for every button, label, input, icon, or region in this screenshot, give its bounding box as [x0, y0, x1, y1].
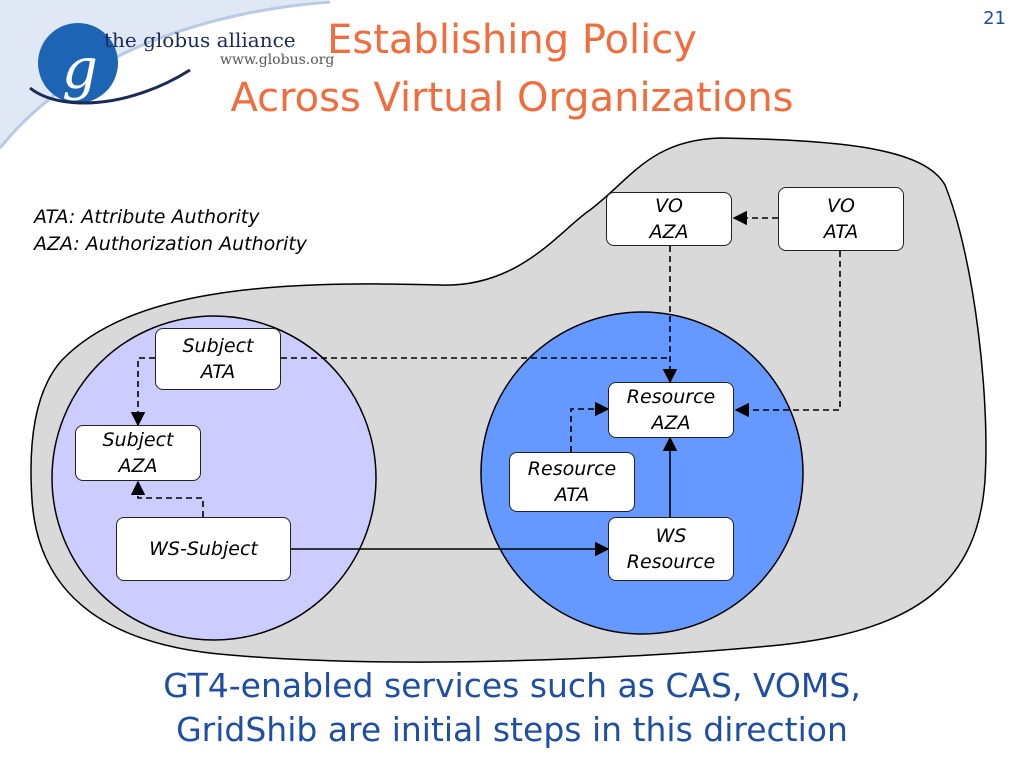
legend: ATA: Attribute Authority AZA: Authorizat…	[34, 204, 307, 258]
arrow-vo-ata-to-resource-aza	[734, 251, 841, 418]
vo-aza-box: VO AZA	[606, 192, 732, 246]
resource-aza-label-1: Resource	[626, 386, 716, 408]
connectors	[130, 210, 841, 557]
legend-aza: AZA: Authorization Authority	[34, 233, 308, 255]
slide-title-line1: Establishing Policy	[327, 17, 697, 63]
resource-aza-box: Resource AZA	[608, 382, 734, 438]
resource-ata-label-1: Resource	[527, 458, 617, 480]
arrow-ws-subject-to-subject-aza	[130, 480, 204, 517]
logo-letter: g	[62, 37, 98, 102]
caption-line2: GridShib are initial steps in this direc…	[176, 710, 848, 749]
logo-circle	[38, 23, 118, 103]
logo-orbit	[29, 68, 191, 105]
brand-name: the globus alliance	[104, 28, 296, 52]
arrow-subject-ata-to-subject-aza	[130, 357, 155, 427]
vo-ata-label-1: VO	[827, 195, 855, 217]
globus-logo: g	[29, 23, 191, 105]
vo-ata-label-2: ATA	[823, 221, 859, 243]
ws-subject-box: WS-Subject	[116, 517, 291, 581]
subject-ata-label-2: ATA	[200, 361, 236, 383]
ws-resource-box: WS Resource	[608, 517, 734, 581]
legend-ata: ATA: Attribute Authority	[34, 206, 260, 228]
vo-aza-label-2: AZA	[649, 221, 689, 243]
resource-ata-box: Resource ATA	[509, 452, 635, 512]
resource-ata-label-2: ATA	[554, 484, 590, 506]
brand-url: www.globus.org	[220, 52, 335, 68]
subject-aza-box: Subject AZA	[75, 425, 201, 481]
subject-aza-label-1: Subject	[102, 429, 174, 451]
corner-swoosh-line	[0, 0, 331, 149]
arrow-resource-ata-to-resource-aza	[570, 401, 610, 452]
slide-number: 21	[983, 8, 1006, 29]
resource-aza-label-2: AZA	[651, 412, 691, 434]
vo-aza-label-1: VO	[655, 195, 683, 217]
caption-line1: GT4-enabled services such as CAS, VOMS,	[163, 666, 861, 705]
caption: GT4-enabled services such as CAS, VOMS, …	[0, 664, 1024, 752]
subject-ata-box: Subject ATA	[155, 328, 281, 390]
vo-ata-box: VO ATA	[778, 187, 904, 251]
ws-subject-label: WS-Subject	[149, 538, 258, 560]
subject-ata-label-1: Subject	[182, 335, 254, 357]
ws-resource-label-2: Resource	[626, 551, 716, 573]
slide-title-line2: Across Virtual Organizations	[230, 75, 794, 121]
ws-resource-label-1: WS	[655, 525, 687, 547]
subject-aza-label-2: AZA	[118, 455, 158, 477]
